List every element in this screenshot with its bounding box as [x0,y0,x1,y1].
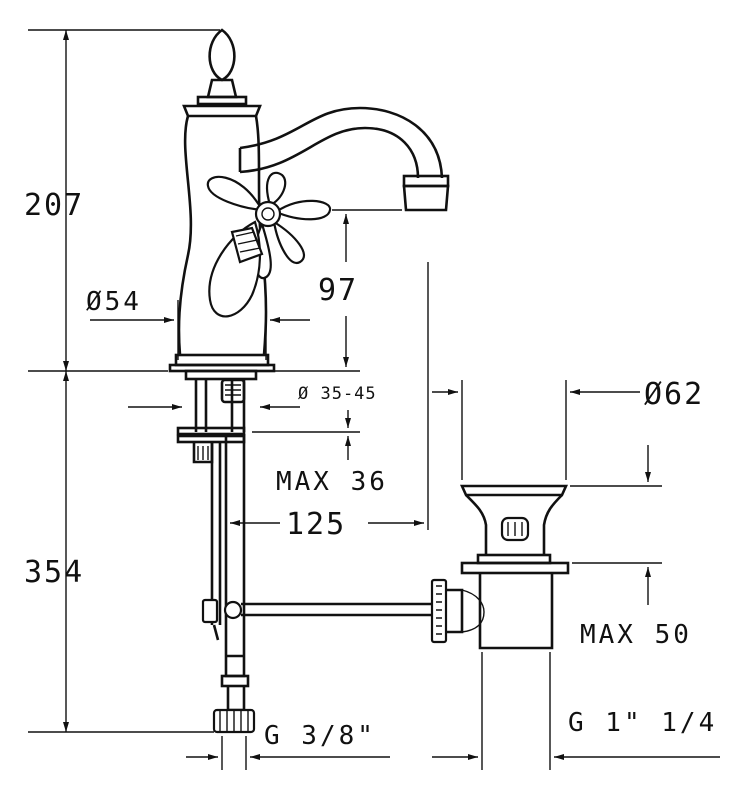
dim-label-waste-diameter: Ø62 [644,377,704,412]
dim-label-hole-diameter: Ø 35-45 [298,384,377,404]
dim-label-inlet-thread: G 3/8" [264,721,376,751]
dim-label-max-36: MAX 36 [276,467,388,497]
dimension-lines [28,29,720,770]
dim-label-97: 97 [318,273,358,308]
flower-handle [206,171,332,318]
popup-rod [201,578,464,644]
dim-label-base-diameter: Ø54 [86,287,142,317]
inlet-connector [212,656,256,734]
faucet-body [168,28,450,373]
waste-assembly [459,484,570,650]
dim-label-waste-thread: G 1" 1/4 [568,708,717,738]
mounting-shank [176,369,258,658]
dim-label-max-50: MAX 50 [580,620,692,650]
dim-label-354: 354 [24,555,84,590]
dim-label-207: 207 [24,188,84,223]
dim-label-125: 125 [286,507,346,542]
